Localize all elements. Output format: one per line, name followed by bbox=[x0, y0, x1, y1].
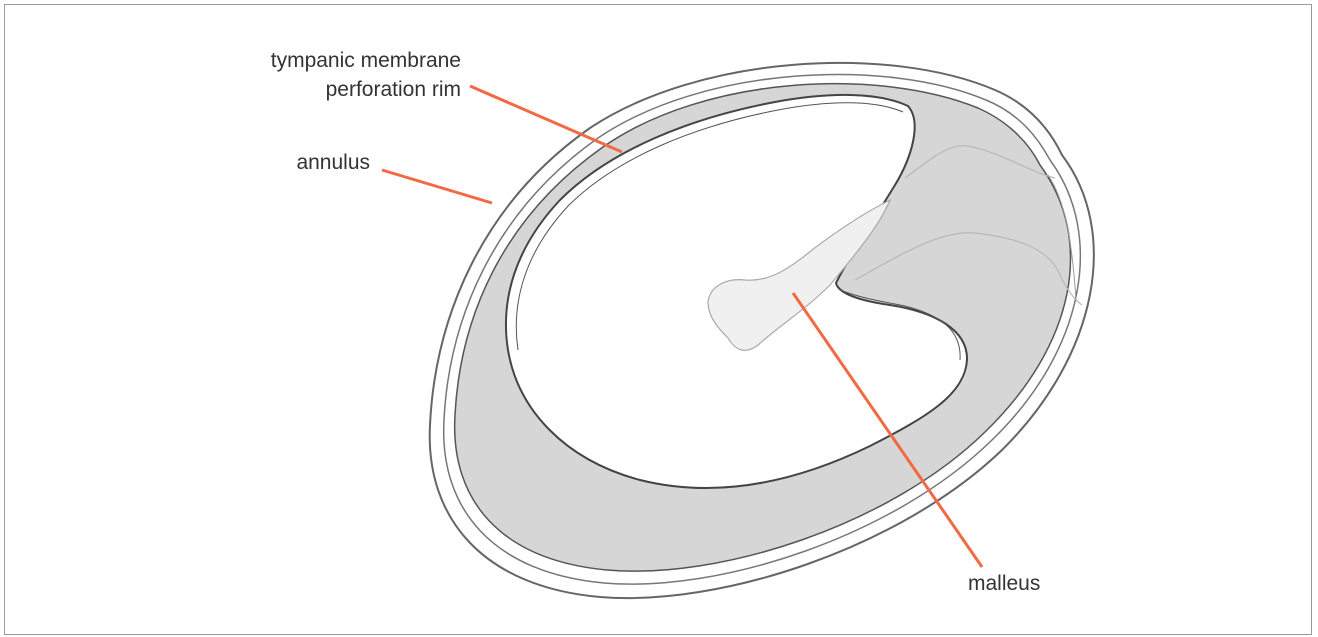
label-annulus: annulus bbox=[296, 151, 370, 174]
label-malleus: malleus bbox=[968, 572, 1040, 595]
annulus-leader bbox=[382, 170, 492, 203]
perforation-rim-leader bbox=[470, 86, 622, 152]
label-perforation-rim-line2: perforation rim bbox=[326, 78, 461, 101]
label-perforation-rim-line1: tympanic membrane bbox=[271, 49, 461, 72]
